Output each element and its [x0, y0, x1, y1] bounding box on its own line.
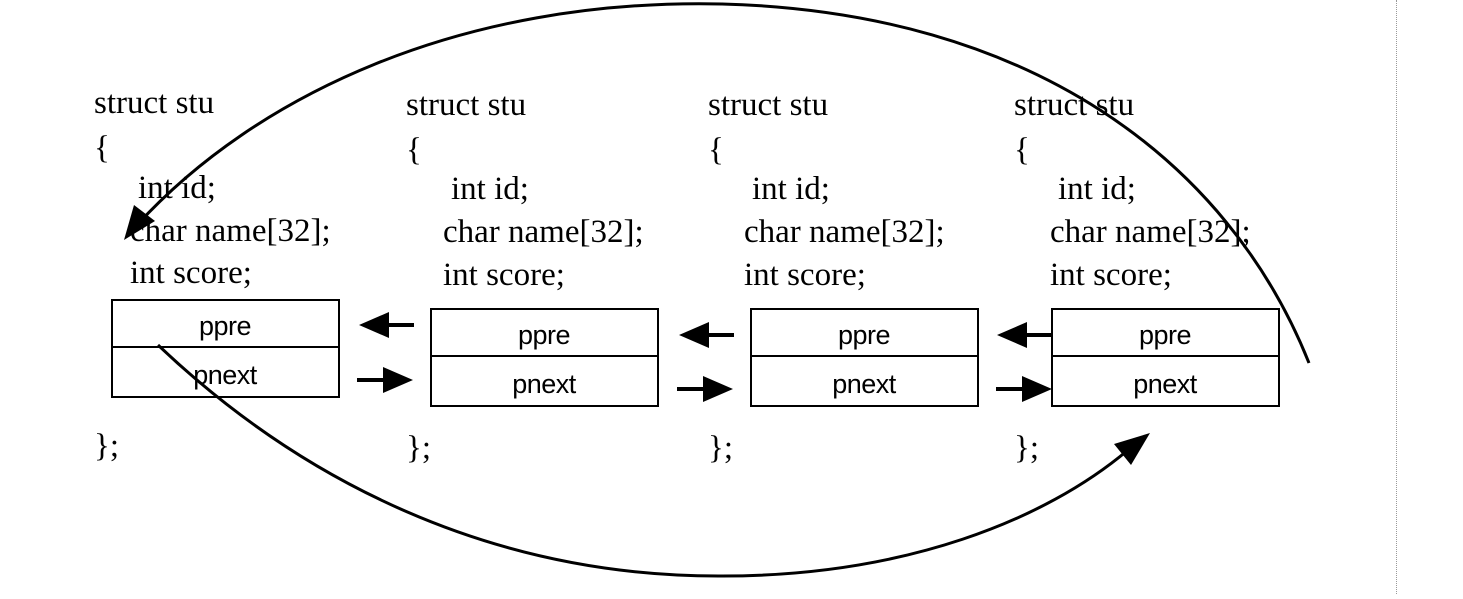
struct-node-2: struct stu { int id; char name[32]; int … [406, 87, 659, 466]
field-score: int score; [1050, 257, 1172, 293]
close-brace: }; [708, 430, 733, 466]
arrow-head-icon [124, 205, 155, 240]
struct-declaration: struct stu [406, 87, 526, 123]
ppre-field: ppre [199, 311, 251, 341]
wrap-next-curve [156, 343, 1129, 578]
struct-declaration: struct stu [1014, 87, 1134, 123]
close-brace: }; [1014, 430, 1039, 466]
close-brace: }; [406, 430, 431, 466]
pnext-field: pnext [512, 369, 577, 399]
pointer-box [430, 308, 659, 407]
prev-link-arrow [997, 322, 1052, 348]
pointer-box [750, 308, 979, 407]
pnext-field: pnext [1133, 369, 1198, 399]
left-arrow-icon [679, 322, 709, 348]
next-link-arrow [677, 376, 733, 402]
open-brace: { [708, 132, 724, 168]
field-score: int score; [744, 257, 866, 293]
ppre-field: ppre [518, 320, 570, 350]
field-id: int id; [1058, 171, 1136, 207]
page-edge-divider [1396, 0, 1397, 594]
pnext-field: pnext [832, 369, 897, 399]
field-id: int id; [752, 171, 830, 207]
pointer-box [111, 299, 340, 398]
struct-node-4: struct stu { int id; char name[32]; int … [1014, 87, 1280, 466]
wrap-prev-link [124, 2, 1311, 364]
ppre-field: ppre [1139, 320, 1191, 350]
open-brace: { [1014, 132, 1030, 168]
next-link-arrow [996, 376, 1052, 402]
arrow-head-icon [1114, 433, 1150, 465]
left-arrow-icon [997, 322, 1027, 348]
prev-link-arrow [679, 322, 734, 348]
struct-declaration: struct stu [708, 87, 828, 123]
field-score: int score; [130, 255, 252, 291]
wrap-prev-curve [135, 2, 1311, 364]
struct-declaration: struct stu [94, 85, 214, 121]
right-arrow-icon [1022, 376, 1052, 402]
field-name: char name[32]; [744, 214, 945, 250]
open-brace: { [406, 132, 422, 168]
field-name: char name[32]; [1050, 214, 1251, 250]
open-brace: { [94, 130, 110, 166]
field-name: char name[32]; [130, 213, 331, 249]
struct-node-3: struct stu { int id; char name[32]; int … [708, 87, 979, 466]
left-arrow-icon [359, 312, 389, 338]
field-id: int id; [451, 171, 529, 207]
field-id: int id; [138, 170, 216, 206]
prev-link-arrow [359, 312, 414, 338]
field-name: char name[32]; [443, 214, 644, 250]
next-link-arrow [357, 367, 413, 393]
right-arrow-icon [383, 367, 413, 393]
right-arrow-icon [703, 376, 733, 402]
ppre-field: ppre [838, 320, 890, 350]
struct-node-1: struct stu { int id; char name[32]; int … [94, 85, 340, 464]
pointer-box [1051, 308, 1280, 407]
wrap-next-link [156, 343, 1150, 578]
close-brace: }; [94, 428, 119, 464]
field-score: int score; [443, 257, 565, 293]
